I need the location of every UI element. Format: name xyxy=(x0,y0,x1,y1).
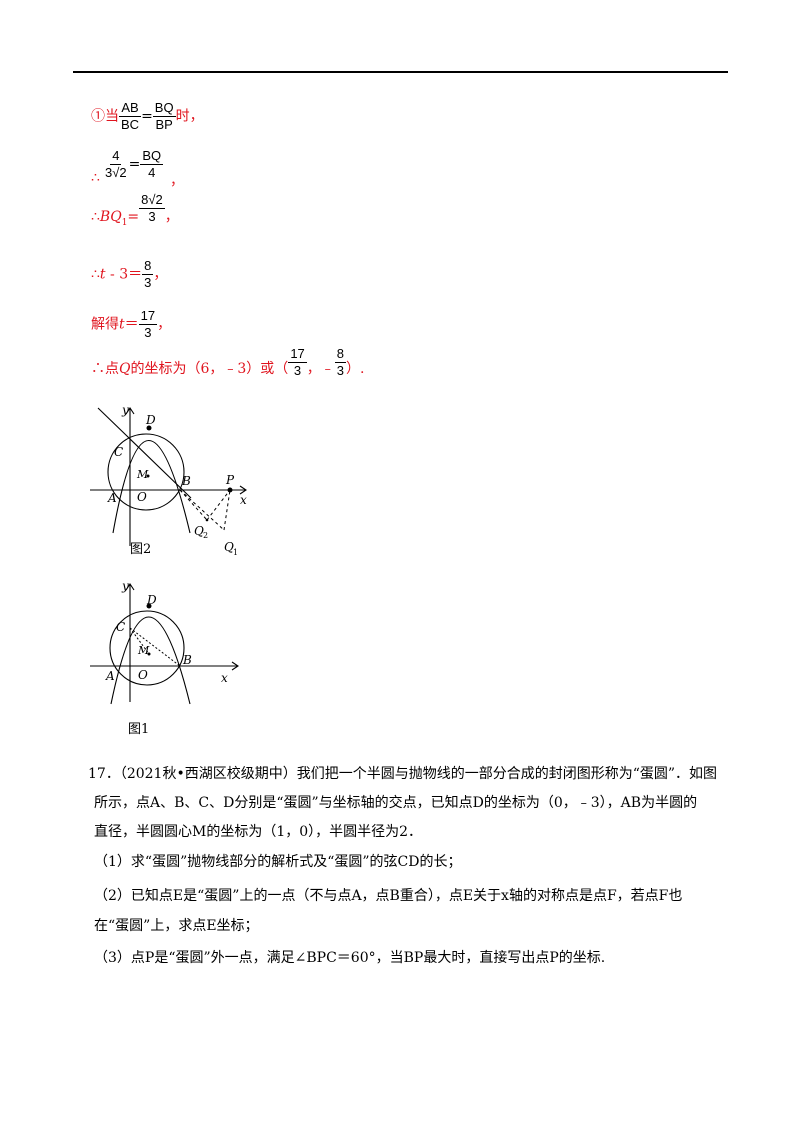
point-m xyxy=(147,652,151,656)
figure-2: y x D C M A O B P Q 2 Q 1 图2 xyxy=(88,398,263,566)
question-3: （3）点P是“蛋圆”外一点，满足∠BPC＝60°，当BP最大时，直接写出点P的坐… xyxy=(94,950,606,966)
caption-figure-1: 图1 xyxy=(128,722,149,736)
label-b: B xyxy=(181,474,191,488)
comma: ， xyxy=(170,173,184,189)
label-m: M xyxy=(137,644,150,657)
label-a: A xyxy=(105,669,115,683)
label-d: D xyxy=(145,413,156,427)
label-q1: Q xyxy=(224,540,234,554)
caption-figure-2: 图2 xyxy=(130,542,151,557)
label-o: O xyxy=(138,668,148,682)
problem-17-line-3: 直径，半圆圆心M的坐标为（1，0），半圆半径为2． xyxy=(94,824,423,840)
circle-m xyxy=(107,433,185,511)
label-m: M xyxy=(136,468,149,481)
segment-bq1 xyxy=(179,489,225,531)
question-1: （1）求“蛋圆”抛物线部分的解析式及“蛋圆”的弦CD的长； xyxy=(94,854,462,870)
x-axis-arrow xyxy=(231,661,239,671)
label-x: x xyxy=(240,493,247,507)
label-y: y xyxy=(121,403,129,417)
y-axis-arrow xyxy=(125,407,135,415)
label-q1-sub: 1 xyxy=(233,548,238,557)
label-p: P xyxy=(225,473,235,487)
segment-q2p xyxy=(206,489,231,521)
point-d xyxy=(146,603,152,609)
point-m xyxy=(146,474,150,478)
y-axis-arrow xyxy=(125,583,135,591)
case-label: ①当 xyxy=(91,108,119,125)
question-2-line-2: 在“蛋圆”上，求点E坐标； xyxy=(94,918,259,934)
figure-1-diagram: y x D C M A O B 图1 xyxy=(90,579,239,737)
segment-q1p xyxy=(223,489,231,531)
figure-2-diagram: y x D C M A O B P Q 2 Q 1 图2 xyxy=(90,403,247,557)
label-c: C xyxy=(116,620,125,634)
segment-cm xyxy=(129,627,150,655)
parabola xyxy=(112,440,191,534)
label-b: B xyxy=(182,653,192,667)
label-q2: Q xyxy=(194,524,204,538)
point-d xyxy=(146,425,152,431)
figure-1: y x D C M A O B 图1 xyxy=(88,576,248,737)
circle-m xyxy=(109,610,185,686)
therefore-symbol: ∴ xyxy=(91,170,100,186)
label-y: y xyxy=(121,579,129,593)
point-p xyxy=(227,487,233,493)
label-c: C xyxy=(114,445,123,459)
segment-bq2 xyxy=(179,489,208,521)
problem-17-line-2: 所示，点A、B、C、D分别是“蛋圆”与坐标轴的交点，已知点D的坐标为（0，﹣3）… xyxy=(94,795,698,811)
header-rule xyxy=(73,71,728,73)
point-q2 xyxy=(205,518,209,522)
label-o: O xyxy=(137,490,147,504)
problem-17-line-1: 17．（2021秋•西湖区校级期中）我们把一个半圆与抛物线的一部分合成的封闭图形… xyxy=(88,766,718,782)
label-x: x xyxy=(221,671,228,685)
label-d: D xyxy=(146,593,157,607)
question-2-line-1: （2）已知点E是“蛋圆”上的一点（不与点A，点B重合），点E关于x轴的对称点是点… xyxy=(94,888,683,904)
line-cb xyxy=(97,407,192,499)
x-axis-arrow xyxy=(239,485,247,495)
segment-cb xyxy=(129,627,181,667)
label-q2-sub: 2 xyxy=(203,531,208,540)
label-a: A xyxy=(107,491,117,505)
